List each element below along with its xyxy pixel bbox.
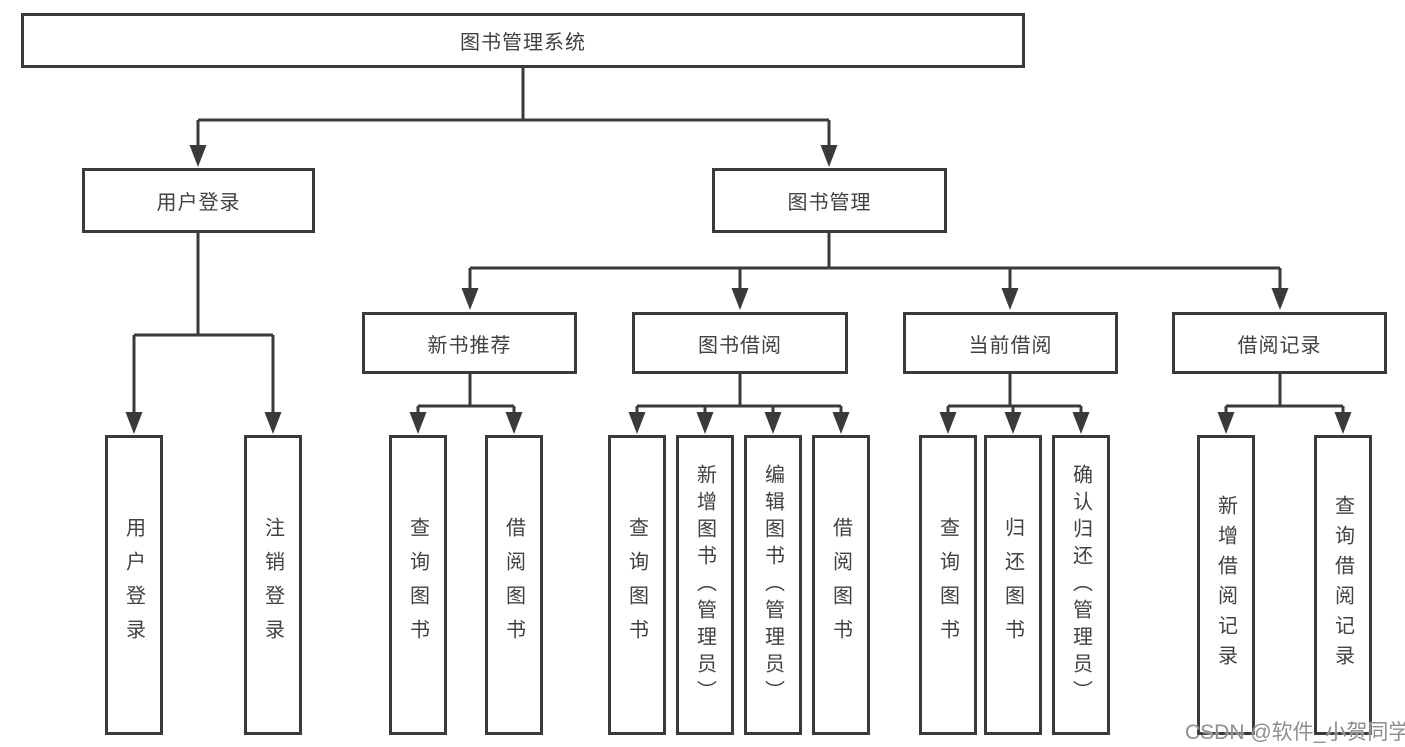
node-book-management: 图书管理 bbox=[712, 168, 947, 233]
node-label: 借阅记录 bbox=[1237, 334, 1322, 357]
node-label: 图书借阅 bbox=[698, 334, 782, 357]
node-label: 查询借阅记录 bbox=[1331, 495, 1354, 675]
node-borrow-add-books-admin: 新增图书（管理员） bbox=[676, 435, 734, 735]
node-logout: 注销登录 bbox=[244, 435, 302, 735]
csdn-watermark: CSDN @软件_小贺同学 bbox=[1185, 721, 1405, 744]
connector-book-management-to-level3 bbox=[461, 233, 1289, 310]
node-label: 查询图书 bbox=[406, 517, 429, 653]
node-label: 归还图书 bbox=[1001, 517, 1024, 653]
connector-root-to-level2 bbox=[189, 68, 838, 167]
node-label: 确认归还（管理员） bbox=[1069, 463, 1092, 707]
node-label: 新增借阅记录 bbox=[1214, 495, 1237, 675]
connector-new-book-branch bbox=[409, 374, 523, 434]
node-borrow-query-books: 查询图书 bbox=[608, 435, 666, 735]
node-label: 图书管理系统 bbox=[460, 32, 586, 54]
node-label: 编辑图书（管理员） bbox=[761, 463, 784, 707]
node-label: 用户登录 bbox=[122, 517, 145, 653]
node-borrow-records: 借阅记录 bbox=[1172, 312, 1387, 374]
node-label: 新书推荐 bbox=[427, 334, 512, 357]
node-label: 查询图书 bbox=[625, 517, 648, 653]
connector-current-borrow-branch bbox=[939, 374, 1090, 434]
node-label: 查询图书 bbox=[936, 517, 959, 653]
node-recommend-borrow-books: 借阅图书 bbox=[485, 435, 543, 735]
node-new-book-recommend: 新书推荐 bbox=[362, 312, 577, 374]
node-root: 图书管理系统 bbox=[21, 13, 1025, 68]
node-current-borrow: 当前借阅 bbox=[903, 312, 1118, 374]
node-login: 用户登录 bbox=[105, 435, 163, 735]
connector-borrow-records-branch bbox=[1217, 374, 1352, 434]
node-label: 图书管理 bbox=[787, 192, 872, 214]
node-records-query-record: 查询借阅记录 bbox=[1314, 435, 1372, 735]
connector-user-login-branch bbox=[125, 233, 282, 434]
node-records-add-record: 新增借阅记录 bbox=[1197, 435, 1255, 735]
node-current-confirm-return-admin: 确认归还（管理员） bbox=[1052, 435, 1110, 735]
node-borrow-edit-books-admin: 编辑图书（管理员） bbox=[744, 435, 802, 735]
node-label: 借阅图书 bbox=[502, 517, 525, 653]
node-current-return-books: 归还图书 bbox=[984, 435, 1042, 735]
node-current-query-books: 查询图书 bbox=[919, 435, 977, 735]
node-user-login: 用户登录 bbox=[82, 168, 315, 233]
node-borrow-borrow-books: 借阅图书 bbox=[812, 435, 870, 735]
node-book-borrow: 图书借阅 bbox=[632, 312, 848, 374]
node-label: 用户登录 bbox=[156, 192, 241, 214]
node-label: 借阅图书 bbox=[829, 517, 852, 653]
node-label: 注销登录 bbox=[261, 517, 284, 653]
connector-book-borrow-branch bbox=[628, 374, 850, 434]
node-label: 当前借阅 bbox=[968, 334, 1053, 357]
node-label: 新增图书（管理员） bbox=[693, 463, 716, 707]
node-recommend-query-books: 查询图书 bbox=[389, 435, 447, 735]
